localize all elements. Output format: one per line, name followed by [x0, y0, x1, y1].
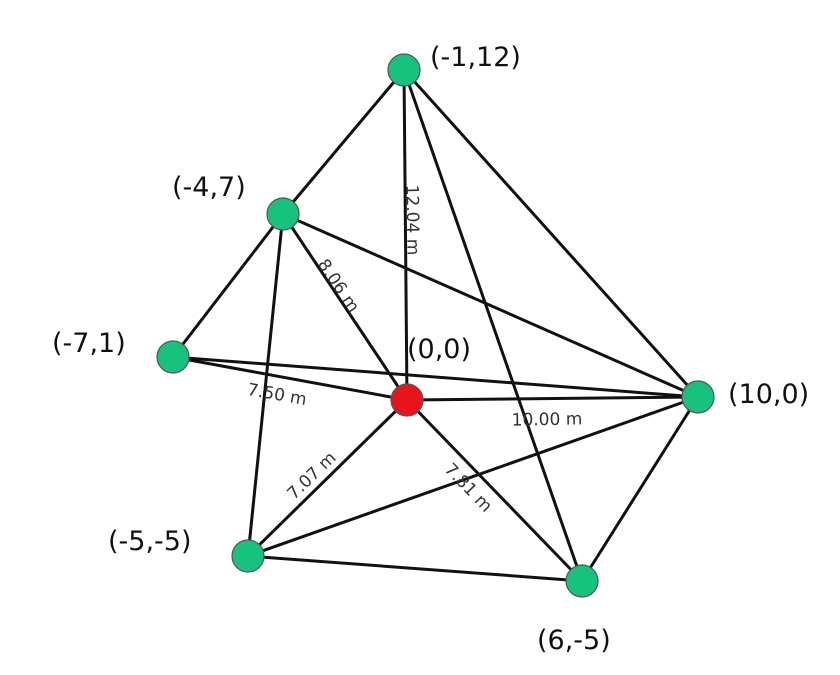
- edges: [171, 68, 700, 583]
- edge-center-right: [405, 395, 700, 402]
- edge-top-center: [402, 68, 409, 402]
- edge-top-upper-left: [281, 68, 406, 216]
- node-label-top: (-1,12): [430, 42, 521, 73]
- node-label-bottom-right: (6,-5): [537, 625, 611, 656]
- edge-upper-left-lower-left: [246, 212, 285, 558]
- edge-right-bottom-right: [580, 395, 700, 583]
- node-top: [387, 53, 421, 87]
- node-upper-left: [266, 197, 300, 231]
- edge-lower-left-bottom-right: [246, 554, 584, 583]
- edge-upper-left-right: [281, 212, 700, 399]
- node-labels: (-1,12) (-4,7) (-7,1) (0,0) (10,0) (-5,-…: [52, 42, 809, 656]
- edge-left-right: [171, 355, 700, 399]
- node-lower-left: [231, 539, 265, 573]
- edge-upper-left-center: [281, 212, 409, 402]
- edge-top-right: [402, 68, 700, 399]
- distance-label-center-right: 10.00 m: [512, 409, 583, 430]
- edge-top-bottom-right: [402, 68, 584, 583]
- edge-upper-left-left: [171, 212, 285, 359]
- node-label-right: (10,0): [728, 379, 809, 410]
- distance-label-center-lower-left: 7.07 m: [284, 448, 341, 504]
- edge-center-bottom-right: [405, 398, 584, 583]
- node-label-upper-left: (-4,7): [172, 172, 246, 203]
- distance-label-center-bottom-right: 7.81 m: [440, 460, 496, 517]
- node-left: [156, 340, 190, 374]
- node-center: [390, 383, 424, 417]
- node-label-lower-left: (-5,-5): [108, 526, 192, 557]
- distance-label-center-left: 7.50 m: [246, 380, 308, 410]
- node-label-center: (0,0): [407, 334, 471, 365]
- edge-left-center: [171, 355, 409, 402]
- distance-label-center-top: 12.04 m: [401, 185, 422, 256]
- nodes: [156, 53, 715, 598]
- node-right: [681, 380, 715, 414]
- node-bottom-right: [565, 564, 599, 598]
- distance-label-center-upper-left: 8.06 m: [313, 256, 363, 317]
- node-label-left: (-7,1): [52, 328, 126, 359]
- edge-center-lower-left: [246, 398, 409, 558]
- edge-lower-left-right: [246, 395, 700, 558]
